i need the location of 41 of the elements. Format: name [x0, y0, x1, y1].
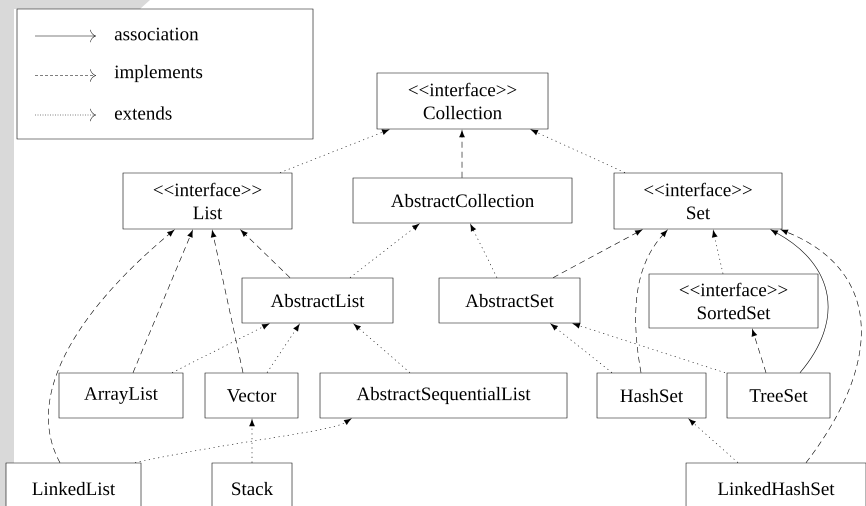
- legend-label: extends: [114, 106, 172, 120]
- class-box: AbstractList: [242, 278, 394, 324]
- arrow: [210, 230, 244, 373]
- legend-label: implements: [114, 64, 202, 82]
- arrow: [552, 230, 642, 278]
- arrow: [240, 230, 290, 278]
- arrow: [770, 230, 828, 373]
- arrow: [354, 324, 410, 373]
- class-box: TreeSet: [726, 372, 830, 418]
- arrow: [48, 230, 174, 463]
- class-box: AbstractSequentialList: [320, 372, 568, 418]
- arrow: [688, 418, 738, 463]
- arrow: [752, 329, 766, 373]
- class-box: ArrayList: [58, 372, 184, 418]
- class-box: AbstractSet: [438, 278, 580, 324]
- arrow: [712, 230, 724, 274]
- class-box: LinkedHashSet: [686, 462, 866, 506]
- class-box: AbstractCollection: [352, 178, 572, 224]
- arrow: [172, 324, 270, 373]
- interface-box: <<interface>> Collection: [376, 72, 548, 130]
- interface-box: <<interface>> SortedSet: [648, 274, 818, 328]
- arrow: [470, 224, 498, 278]
- arrow: [530, 130, 626, 173]
- arrow: [134, 418, 352, 463]
- arrow: [132, 230, 193, 373]
- arrow: [249, 419, 255, 463]
- arrow: [266, 324, 300, 373]
- interface-box: <<interface>> List: [122, 172, 292, 230]
- class-box: LinkedList: [6, 462, 142, 506]
- arrow: [635, 230, 668, 373]
- legend-label: association: [114, 28, 198, 40]
- arrow: [459, 130, 465, 178]
- interface-box: <<interface>> Set: [614, 172, 782, 230]
- class-box: Stack: [212, 462, 292, 506]
- arrow: [350, 224, 420, 278]
- arrow: [780, 229, 862, 463]
- class-box: HashSet: [596, 372, 706, 418]
- arrow: [280, 129, 390, 173]
- class-box: Vector: [204, 372, 298, 418]
- arrow: [550, 324, 612, 373]
- arrow: [572, 323, 726, 373]
